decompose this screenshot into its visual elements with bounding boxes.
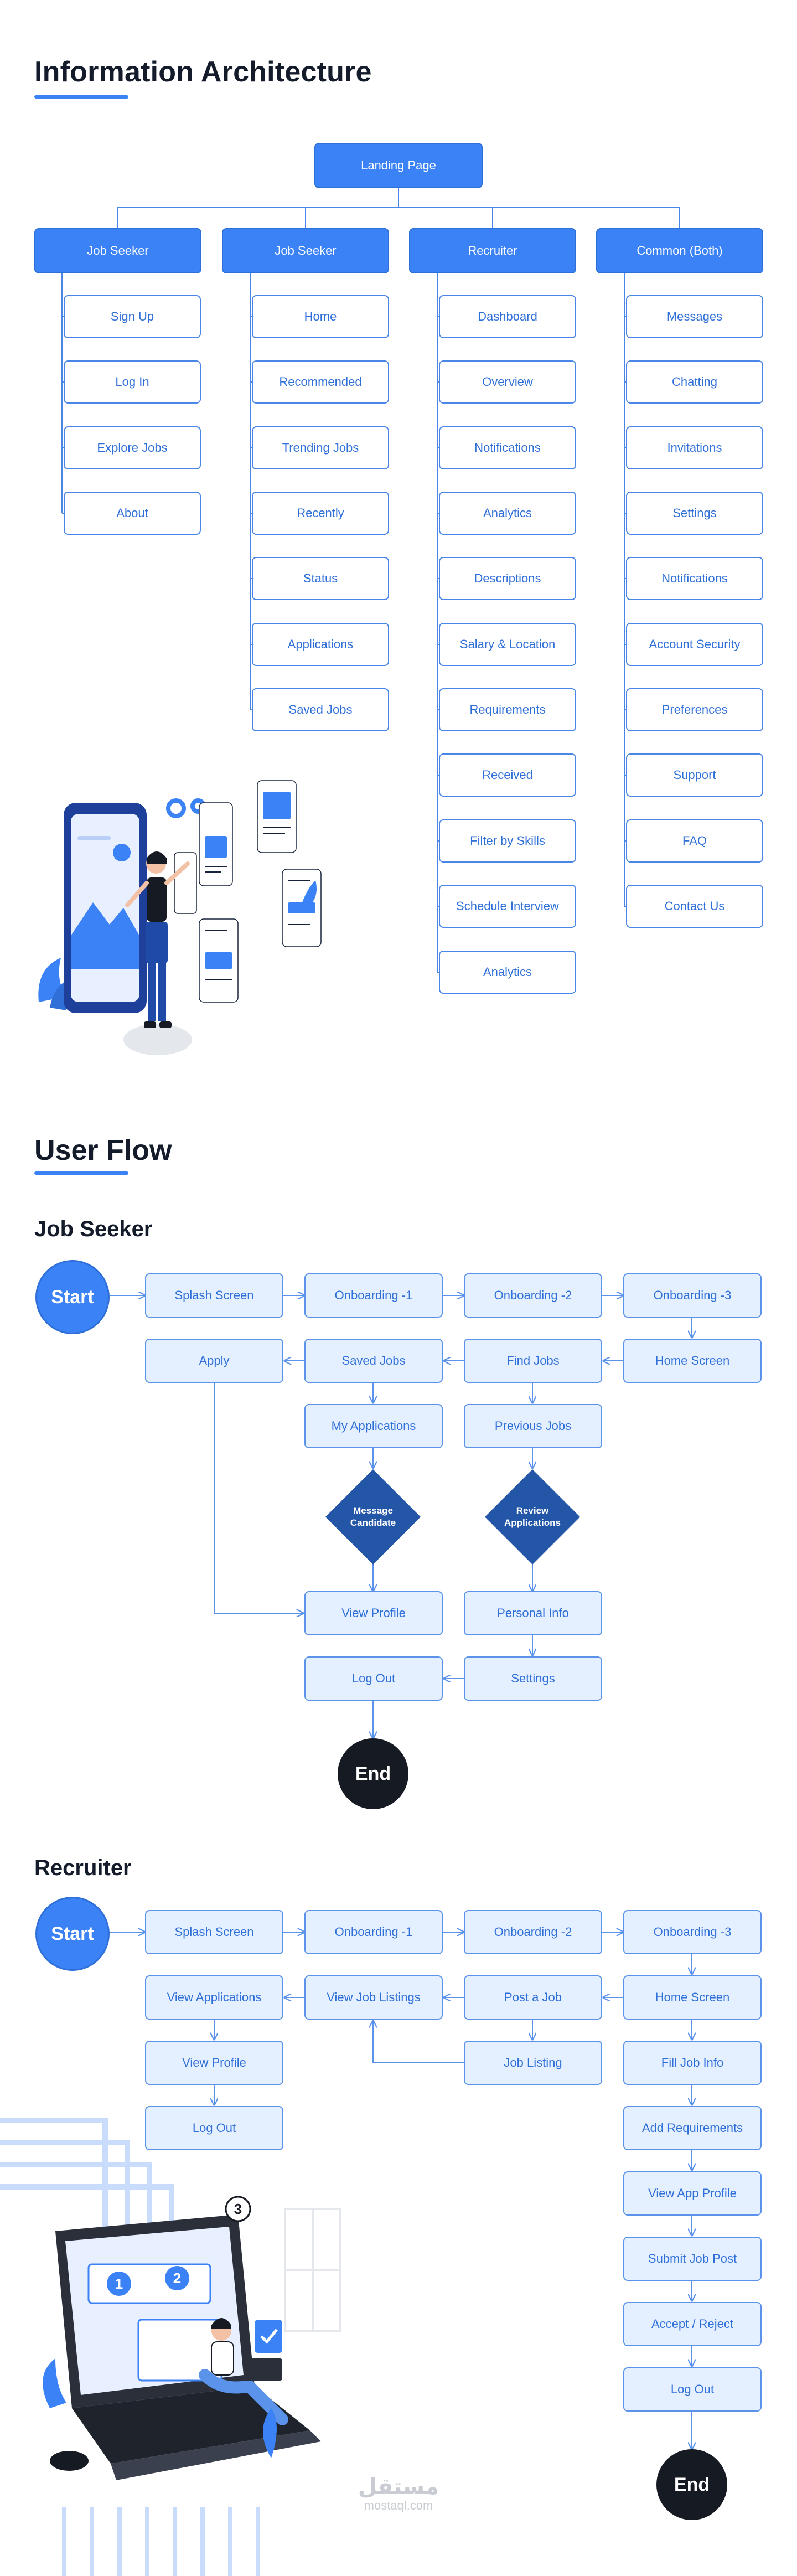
rc-right-node[interactable]: Add Requirements: [623, 2106, 762, 2150]
js-row3-node[interactable]: My Applications: [304, 1404, 443, 1448]
ia-col4-item[interactable]: FAQ: [626, 819, 763, 863]
ia-col4-item[interactable]: Messages: [626, 295, 763, 338]
rc-row2-node[interactable]: Home Screen: [623, 1975, 762, 2020]
ia-col4-item[interactable]: Chatting: [626, 360, 763, 404]
ia-col3-item[interactable]: Descriptions: [439, 557, 576, 600]
rc-row1-node[interactable]: Onboarding -3: [623, 1910, 762, 1954]
ia-col3-item[interactable]: Analytics: [439, 492, 576, 535]
js-row5-node[interactable]: Log Out: [304, 1656, 443, 1701]
userflow-title-underline: [34, 1171, 128, 1175]
ia-col4-item[interactable]: Settings: [626, 492, 763, 535]
rc-row1-node[interactable]: Onboarding -2: [464, 1910, 602, 1954]
diamond-label: Review Applications: [504, 1505, 561, 1528]
rc-right-node[interactable]: View App Profile: [623, 2171, 762, 2216]
js-row5-node[interactable]: Settings: [464, 1656, 602, 1701]
js-row1-node[interactable]: Onboarding -2: [464, 1273, 602, 1318]
ia-root-landing-page[interactable]: Landing Page: [314, 143, 483, 188]
js-row2-node[interactable]: Saved Jobs: [304, 1339, 443, 1383]
userflow-title: User Flow: [34, 1134, 172, 1166]
rc-right-node[interactable]: Accept / Reject: [623, 2302, 762, 2346]
js-row1-node[interactable]: Onboarding -3: [623, 1273, 762, 1318]
rc-left-node[interactable]: Log Out: [145, 2106, 283, 2150]
watermark-latin: mostaql.com: [364, 2498, 433, 2512]
ia-col2-item[interactable]: Recommended: [252, 360, 389, 404]
rc-row2-node[interactable]: Post a Job: [464, 1975, 602, 2020]
job-seeker-flow-title: Job Seeker: [34, 1217, 153, 1241]
rc-right-node[interactable]: Submit Job Post: [623, 2237, 762, 2281]
js-row4-node[interactable]: Personal Info: [464, 1591, 602, 1635]
js-row2-node[interactable]: Find Jobs: [464, 1339, 602, 1383]
svg-text:2: 2: [173, 2270, 181, 2286]
ia-title: Information Architecture: [34, 56, 372, 88]
ia-col1-item[interactable]: Explore Jobs: [64, 426, 201, 469]
js-row3-node[interactable]: Previous Jobs: [464, 1404, 602, 1448]
wireframe-illustration: [38, 780, 322, 1055]
ia-col4-item[interactable]: Support: [626, 753, 763, 797]
ia-col3-item[interactable]: Overview: [439, 360, 576, 404]
ia-col3-item[interactable]: Schedule Interview: [439, 885, 576, 928]
js-row1-node[interactable]: Onboarding -1: [304, 1273, 443, 1318]
js-end-node[interactable]: End: [338, 1738, 408, 1809]
ia-col3-item[interactable]: Notifications: [439, 426, 576, 469]
ia-col3-item[interactable]: Salary & Location: [439, 623, 576, 666]
rc-row1-node[interactable]: Splash Screen: [145, 1910, 283, 1954]
watermark-arabic: مستقل: [358, 2475, 439, 2499]
ia-col1-header[interactable]: Job Seeker: [34, 228, 201, 273]
js-row2-node[interactable]: Home Screen: [623, 1339, 762, 1383]
ia-col2-item[interactable]: Recently: [252, 492, 389, 535]
rc-end-node[interactable]: End: [656, 2449, 727, 2520]
js-start-node[interactable]: Start: [35, 1260, 110, 1334]
rc-left-node[interactable]: View Profile: [145, 2041, 283, 2085]
ia-col4-item[interactable]: Notifications: [626, 557, 763, 600]
ia-col1-item[interactable]: About: [64, 492, 201, 535]
ia-col3-item[interactable]: Received: [439, 753, 576, 797]
rc-right-node[interactable]: Fill Job Info: [623, 2041, 762, 2085]
rc-start-node[interactable]: Start: [35, 1897, 110, 1971]
js-row4-node[interactable]: View Profile: [304, 1591, 443, 1635]
ia-col1-item[interactable]: Sign Up: [64, 295, 201, 338]
rc-job-listing-node[interactable]: Job Listing: [464, 2041, 602, 2085]
ia-col2-item[interactable]: Home: [252, 295, 389, 338]
ia-col2-header[interactable]: Job Seeker: [222, 228, 389, 273]
recruiter-flow-title: Recruiter: [34, 1856, 132, 1880]
diamond-label: Message Candidate: [350, 1505, 396, 1528]
ia-col4-item[interactable]: Preferences: [626, 688, 763, 731]
ia-col4-item[interactable]: Invitations: [626, 426, 763, 469]
ia-col3-item[interactable]: Dashboard: [439, 295, 576, 338]
ia-col4-header[interactable]: Common (Both): [596, 228, 763, 273]
rc-row2-node[interactable]: View Applications: [145, 1975, 283, 2020]
diamond-message-candidate: [325, 1469, 421, 1565]
ia-col3-item[interactable]: Filter by Skills: [439, 819, 576, 863]
js-row2-node[interactable]: Apply: [145, 1339, 283, 1383]
ia-col3-item[interactable]: Analytics: [439, 951, 576, 994]
diamond-review-applications: [485, 1469, 580, 1565]
ia-title-underline: [34, 95, 128, 99]
mostaql-watermark: مستقل mostaql.com: [343, 2475, 454, 2512]
ia-col2-item[interactable]: Trending Jobs: [252, 426, 389, 469]
svg-text:3: 3: [234, 2201, 242, 2217]
laptop-illustration: 1 2 3: [0, 2118, 341, 2576]
ia-col3-item[interactable]: Requirements: [439, 688, 576, 731]
rc-row1-node[interactable]: Onboarding -1: [304, 1910, 443, 1954]
ia-col2-item[interactable]: Status: [252, 557, 389, 600]
js-row1-node[interactable]: Splash Screen: [145, 1273, 283, 1318]
ia-col2-item[interactable]: Saved Jobs: [252, 688, 389, 731]
ia-col4-item[interactable]: Account Security: [626, 623, 763, 666]
svg-text:1: 1: [115, 2275, 123, 2292]
rc-row2-node[interactable]: View Job Listings: [304, 1975, 443, 2020]
rc-right-node[interactable]: Log Out: [623, 2367, 762, 2412]
ia-col4-item[interactable]: Contact Us: [626, 885, 763, 928]
ia-col2-item[interactable]: Applications: [252, 623, 389, 666]
ia-col1-item[interactable]: Log In: [64, 360, 201, 404]
ia-col3-header[interactable]: Recruiter: [409, 228, 576, 273]
